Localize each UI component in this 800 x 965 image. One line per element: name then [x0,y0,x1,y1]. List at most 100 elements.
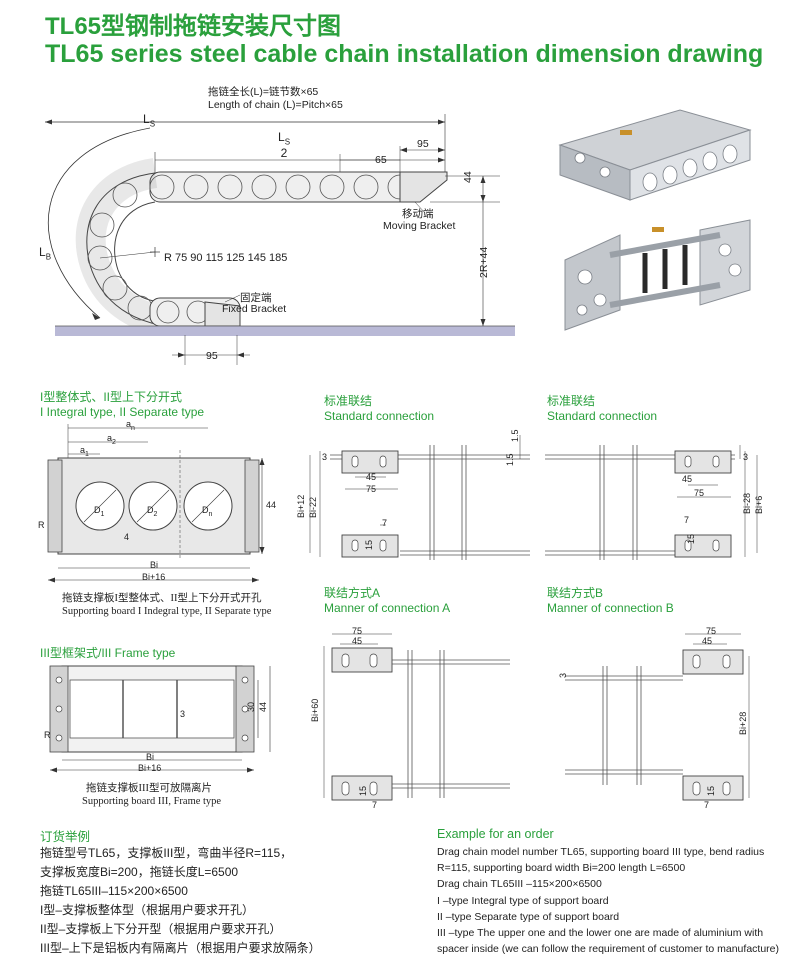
type-iii-head: III型框架式/III Frame type [40,646,176,660]
moving-bracket-en: Moving Bracket [383,220,456,232]
type-i-d1: D1 [94,505,105,518]
order-cn-line: 拖链型号TL65，支撑板III型，弯曲半径R=115， [40,846,293,860]
type-i-a2: a2 [107,433,116,446]
order-cn-line: 支撑板宽度Bi=200，拖链长度L=6500 [40,865,239,879]
std-left-dim-7: 7 [382,518,388,528]
type-i-d2: D2 [147,505,158,518]
order-en-line: Drag chain TL65III –115×200×6500 [437,878,602,891]
std-left-drawing [309,435,530,560]
type-i-head-en: I Integral type, II Separate type [40,405,205,419]
order-en-body: Drag chain model number TL65, supporting… [437,844,779,957]
std-right-dim-bi28: Bi-28 [742,492,752,514]
chain-length-cn: 拖链全长(L)=链节数×65 [208,86,319,98]
order-cn-body: 拖链型号TL65，支撑板III型，弯曲半径R=115， 支撑板宽度Bi=200，… [40,844,321,958]
type-i-caption-cn: 拖链支撑板I型整体式、II型上下分开式开孔 [62,593,262,604]
type-i-dim-44: 44 [266,500,277,510]
std-left-dim-3: 3 [322,452,328,462]
order-en-line: spacer inside (we can follow the require… [437,943,779,956]
conn-a-head-cn: 联结方式A [324,586,381,600]
fixed-bracket-cn: 固定端 [240,292,272,304]
type-i-drawing [47,424,265,583]
order-en-line: I –type Integral type of support board [437,894,609,907]
lb-label: LB [39,245,52,262]
conn-b-head-cn: 联结方式B [547,586,604,600]
std-right-dim-15: 15 [686,533,696,544]
conn-b-dim-75: 75 [706,626,717,636]
page-title-cn: TL65型钢制拖链安装尺寸图 [45,13,342,40]
std-right-dim-45: 45 [682,474,693,484]
conn-b-dim-15: 15 [706,785,716,796]
main-drawing-svg [45,114,515,365]
dim-44-main: 44 [462,171,474,183]
type-iii-drawing [49,665,271,773]
order-cn-head: 订货举例 [40,830,91,844]
std-right-dim-3: 3 [743,452,749,462]
type-i-bi: Bi [150,560,159,570]
type-i-dim-4: 4 [124,532,130,542]
type-i-caption-en: Supporting board I Indegral type, II Sep… [62,606,272,617]
std-left-dim-75: 75 [366,484,377,494]
type-iii-bi16: Bi+16 [138,763,162,773]
conn-b-dim-bi28: Bi+28 [738,711,748,735]
radius-list: R 75 90 115 125 145 185 [164,252,288,264]
std-left-head-en: Standard connection [324,409,435,423]
type-i-head-cn: I型整体式、II型上下分开式 [40,390,183,404]
std-left-dim-bi12: Bi+12 [296,494,306,518]
conn-b-head-en: Manner of connection B [547,601,674,615]
type-i-an: an [126,419,135,432]
conn-a-head-en: Manner of connection A [324,601,451,615]
std-right-head-en: Standard connection [547,409,658,423]
std-left-dim-bi22: Bi-22 [308,496,318,518]
chain-length-en: Length of chain (L)=Pitch×65 [208,99,343,111]
type-iii-dim-3: 3 [180,709,186,719]
moving-bracket-cn: 移动端 [402,208,434,220]
std-left-dim-45: 45 [366,472,377,482]
order-cn-line: I型–支撑板整体型（根据用户要求开孔） [40,903,255,917]
order-en-head: Example for an order [437,827,554,841]
std-left-head-cn: 标准联结 [324,394,373,408]
std-left-dim-1-5b: 1.5 [505,453,515,466]
type-iii-dim-30: 30 [246,701,256,712]
dim-65: 65 [375,154,387,166]
std-right-drawing [545,445,758,560]
std-right-dim-bi6: Bi+6 [754,495,764,514]
order-en-line: III –type The upper one and the lower on… [437,927,764,940]
conn-b-dim-7: 7 [704,800,710,810]
conn-a-dim-15: 15 [358,785,368,796]
std-right-dim-7: 7 [684,515,690,525]
conn-b-drawing [565,633,750,801]
conn-a-dim-bi60: Bi+60 [310,698,320,722]
main-drawing: 拖链全长(L)=链节数×65 Length of chain (L)=Pitch… [0,80,800,370]
std-right-head-cn: 标准联结 [547,394,596,408]
conn-b-dim-45: 45 [702,636,713,646]
conn-a-dim-7: 7 [372,800,378,810]
product-photo-bottom [564,219,751,331]
dim-95-bottom: 95 [206,350,218,362]
type-i-dn: Dn [202,505,213,518]
order-cn-line: II型–支撑板上下分开型（根据用户要求开孔） [40,922,282,936]
conn-a-drawing [323,633,510,801]
type-iii-bi: Bi [146,752,155,762]
dim-95-top: 95 [417,138,429,150]
order-en-line: II –type Separate type of support board [437,910,620,923]
order-en-line: Drag chain model number TL65, supporting… [437,846,765,858]
type-i-bi16: Bi+16 [142,572,166,582]
product-photo-top [558,109,752,201]
ls-label: LS [143,112,156,129]
order-cn-line: III型–上下是铝板内有隔离片（根据用户要求放隔条） [40,941,321,955]
dim-2r44: 2R+44 [478,246,490,278]
conn-a-dim-75: 75 [352,626,363,636]
type-iii-caption-en: Supporting board III, Frame type [82,796,222,807]
order-cn-line: 拖链TL65III–115×200×6500 [40,884,188,898]
type-i-a1: a1 [80,445,89,458]
type-iii-caption-cn: 拖链支撑板III型可放隔离片 [86,783,212,794]
conn-b-dim-3: 3 [558,672,568,678]
std-left-dim-15: 15 [364,539,374,550]
type-iii-dim-44: 44 [258,701,268,712]
std-right-dim-75: 75 [694,488,705,498]
order-en-line: R=115, supporting board width Bi=200 len… [437,862,686,875]
type-i-r: R [38,520,45,530]
conn-a-dim-45: 45 [352,636,363,646]
type-iii-r: R [44,730,51,740]
